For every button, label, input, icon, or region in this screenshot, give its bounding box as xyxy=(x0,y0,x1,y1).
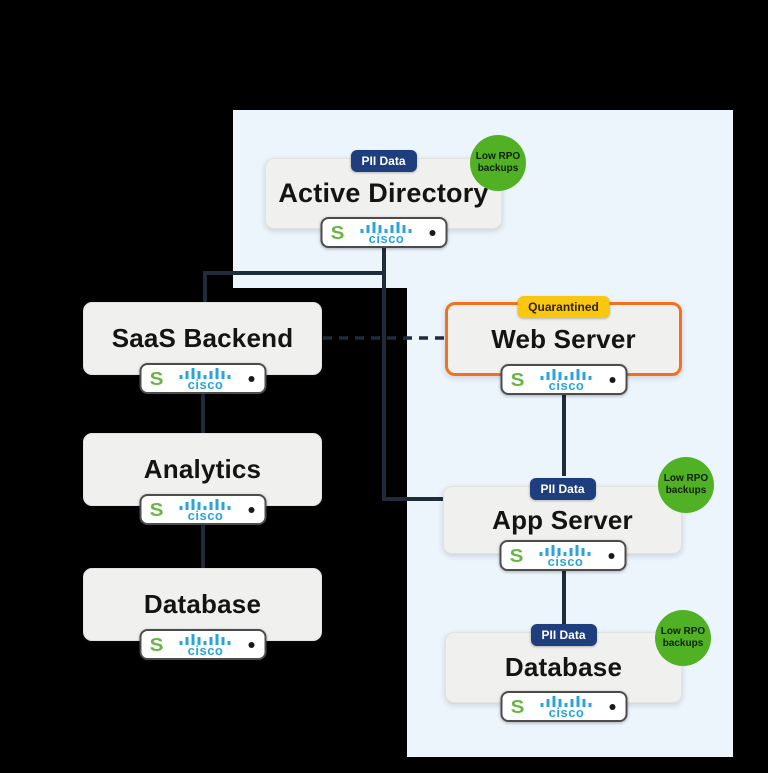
node-title: Web Server xyxy=(491,323,636,354)
node-database-left[interactable]: Database S cisco xyxy=(83,568,322,660)
s-vendor-icon: S xyxy=(509,545,523,566)
node-active-directory[interactable]: PII Data Low RPO backups Active Director… xyxy=(265,135,526,248)
status-dot-icon xyxy=(609,703,616,710)
s-vendor-icon: S xyxy=(149,499,163,520)
node-title: Active Directory xyxy=(278,178,489,208)
low-rpo-line2: backups xyxy=(662,638,704,649)
vendor-pill: S cisco xyxy=(499,540,626,571)
vendor-pill: S cisco xyxy=(500,364,627,395)
node-title: SaaS Backend xyxy=(111,323,294,353)
status-dot-icon xyxy=(608,552,615,559)
pii-data-badge: PII Data xyxy=(350,150,417,172)
cisco-logo-icon: cisco xyxy=(180,367,232,391)
status-dot-icon xyxy=(248,506,255,513)
low-rpo-line1: Low RPO xyxy=(475,151,521,162)
pii-data-badge: PII Data xyxy=(530,624,597,646)
cisco-logo-icon: cisco xyxy=(361,221,413,245)
cisco-logo-icon: cisco xyxy=(540,544,592,568)
status-dot-icon xyxy=(248,375,255,382)
s-vendor-icon: S xyxy=(510,696,524,717)
low-rpo-line2: backups xyxy=(665,485,707,496)
vendor-pill: S cisco xyxy=(139,494,266,525)
status-dot-icon xyxy=(248,641,255,648)
low-rpo-backups-badge: Low RPO backups xyxy=(470,135,526,191)
cisco-logo-icon: cisco xyxy=(541,695,593,719)
s-vendor-icon: S xyxy=(149,368,163,389)
s-vendor-icon: S xyxy=(510,369,524,390)
low-rpo-line1: Low RPO xyxy=(660,626,706,637)
node-title: Database xyxy=(504,652,623,682)
node-app-server[interactable]: PII Data Low RPO backups App Server S ci… xyxy=(443,457,714,571)
vendor-pill: S cisco xyxy=(500,691,627,722)
node-web-server[interactable]: Quarantined Web Server S cisco xyxy=(445,296,682,395)
connector-ad-to-appserver xyxy=(382,246,443,501)
low-rpo-line1: Low RPO xyxy=(663,473,709,484)
vendor-pill: S cisco xyxy=(320,217,447,248)
cisco-logo-icon: cisco xyxy=(541,368,593,392)
low-rpo-backups-badge: Low RPO backups xyxy=(655,610,711,666)
quarantined-badge: Quarantined xyxy=(517,296,610,318)
node-saas-backend[interactable]: SaaS Backend S cisco xyxy=(83,302,322,394)
s-vendor-icon: S xyxy=(149,634,163,655)
cisco-logo-icon: cisco xyxy=(180,633,232,657)
status-dot-icon xyxy=(609,376,616,383)
s-vendor-icon: S xyxy=(330,222,344,243)
status-dot-icon xyxy=(429,229,436,236)
node-database-right[interactable]: PII Data Low RPO backups Database S cisc… xyxy=(445,610,711,722)
low-rpo-backups-badge: Low RPO backups xyxy=(658,457,714,513)
node-analytics[interactable]: Analytics S cisco xyxy=(83,433,322,525)
vendor-pill: S cisco xyxy=(139,363,266,394)
vendor-pill: S cisco xyxy=(139,629,266,660)
pii-data-badge: PII Data xyxy=(529,478,596,500)
node-title: Analytics xyxy=(143,454,262,484)
low-rpo-line2: backups xyxy=(477,163,519,174)
cisco-logo-icon: cisco xyxy=(180,498,232,522)
connector-ad-to-saas xyxy=(203,271,384,303)
node-title: Database xyxy=(143,589,262,619)
node-title: App Server xyxy=(492,504,633,535)
